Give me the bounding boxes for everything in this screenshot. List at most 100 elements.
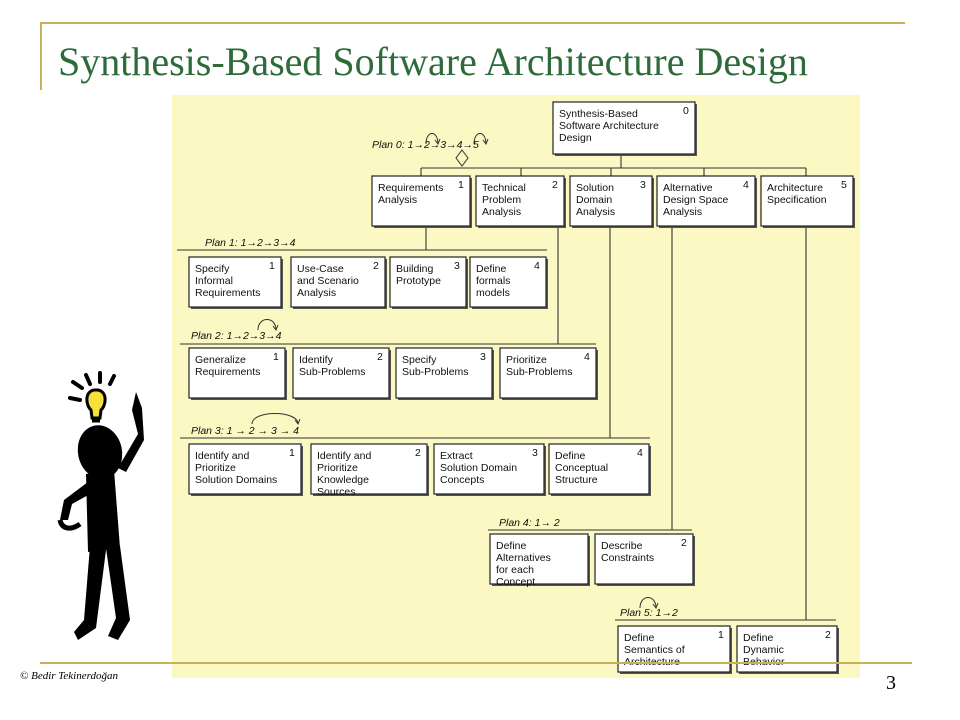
plan2-task-1-line: Generalize	[195, 354, 246, 366]
phase-box-1-line: Requirements	[378, 182, 443, 194]
plan1-task-1-line: Requirements	[195, 287, 260, 299]
copyright-footer: © Bedir Tekinerdoğan	[20, 670, 118, 682]
plan1-task-2-number: 2	[373, 260, 379, 272]
root-box-number: 0	[683, 105, 689, 117]
lightbulb-icon	[85, 388, 107, 420]
plan3-task-4-number: 4	[637, 447, 643, 459]
root-box-line: Synthesis-Based	[559, 108, 638, 120]
plan0-loop-marker	[425, 133, 439, 145]
plan1-task-1-line: Informal	[195, 275, 233, 287]
phase-box-5-line: Architecture	[767, 182, 823, 194]
plan1-task-2-line: and Scenario	[297, 275, 359, 287]
slide-frame-top	[40, 22, 905, 24]
phase-box-2-number: 2	[552, 179, 558, 191]
plan2-task-2-line: Identify	[299, 354, 334, 366]
plan-0-label: Plan 0: 1→2→3→4→5	[372, 139, 479, 151]
plan2-task-3-number: 3	[480, 351, 486, 363]
phase-box-2-line: Analysis	[482, 206, 521, 218]
plan3-task-2-line: Knowledge	[317, 474, 369, 486]
root-box-line: Software Architecture	[559, 120, 659, 132]
plan1-task-3-line: Prototype	[396, 275, 441, 287]
phase-box-2-line: Problem	[482, 194, 521, 206]
plan2-task-4-line: Prioritize	[506, 354, 547, 366]
plan2-task-1-number: 1	[273, 351, 279, 363]
plan3-task-1-line: Solution Domains	[195, 474, 277, 486]
thinking-man-clipart	[57, 371, 144, 640]
plan4-task-1-line: Alternatives	[496, 552, 551, 564]
plan-4-label: Plan 4: 1→ 2	[499, 517, 560, 529]
plan5-loop-marker-arrowhead	[652, 602, 659, 610]
plan0-loop-marker-b-arrowhead	[482, 138, 489, 146]
plan1-task-4-number: 4	[534, 260, 540, 272]
plan3-task-4-line: Structure	[555, 474, 598, 486]
plan5-task-1-line: Define	[624, 632, 655, 644]
phase-box-4-line: Alternative	[663, 182, 713, 194]
plan1-task-1-line: Specify	[195, 263, 230, 275]
plan5-loop-marker	[639, 597, 657, 609]
plan5-task-2: DefineDynamicBehavior2	[736, 625, 839, 674]
plan1-task-2-line: Use-Case	[297, 263, 344, 275]
plan5-task-2-number: 2	[825, 629, 831, 641]
phase-box-5-number: 5	[841, 179, 847, 191]
plan3-task-1-line: Prioritize	[195, 462, 236, 474]
plan2-task-3-line: Specify	[402, 354, 437, 366]
plan3-loop-marker	[251, 413, 299, 425]
plan3-task-4-line: Define	[555, 450, 586, 462]
plan1-task-2-line: Analysis	[297, 287, 336, 299]
plan2-task-3-line: Sub-Problems	[402, 366, 469, 378]
plan-5-label: Plan 5: 1→2	[620, 607, 678, 619]
plan-1-label: Plan 1: 1→2→3→4	[205, 237, 296, 249]
slide-frame-left	[40, 22, 42, 90]
plan1-task-3-line: Building	[396, 263, 434, 275]
phase-box-1-number: 1	[458, 179, 464, 191]
plan3-task-2-number: 2	[415, 447, 421, 459]
phase-box-5-line: Specification	[767, 194, 827, 206]
plan1-task-3-number: 3	[454, 260, 460, 272]
plan3-task-1-line: Identify and	[195, 450, 249, 462]
plan2-task-2-line: Sub-Problems	[299, 366, 366, 378]
plan3-task-1-number: 1	[289, 447, 295, 459]
plan-2-label: Plan 2: 1→2→3→4	[191, 330, 282, 342]
phase-box-3-number: 3	[640, 179, 646, 191]
plan2-loop-marker	[257, 319, 277, 331]
plan2-task-4-number: 4	[584, 351, 590, 363]
phase-box-4-line: Design Space	[663, 194, 729, 206]
phase-box-4-number: 4	[743, 179, 749, 191]
plan3-loop-marker-arrowhead	[294, 418, 301, 426]
plan1-task-4-line: models	[476, 287, 510, 299]
phase-box-1-line: Analysis	[378, 194, 417, 206]
plan4-task-1-line: Concept	[496, 576, 535, 588]
root-box-line: Design	[559, 132, 592, 144]
plan3-task-2-line: Sources	[317, 486, 356, 498]
plan3-task-2-line: Identify and	[317, 450, 371, 462]
plan-3-label: Plan 3: 1 → 2 → 3 → 4	[191, 425, 299, 437]
slide-title: Synthesis-Based Software Architecture De…	[58, 39, 808, 84]
phase-box-4-line: Analysis	[663, 206, 702, 218]
plan3-task-3-line: Extract	[440, 450, 473, 462]
plan4-task-2-line: Describe	[601, 540, 643, 552]
plan4-task-2-number: 2	[681, 537, 687, 549]
plan2-loop-marker-arrowhead	[272, 324, 279, 332]
phase-box-3-line: Solution	[576, 182, 614, 194]
plan1-task-1-number: 1	[269, 260, 275, 272]
slide-frame-bottom	[40, 662, 912, 664]
